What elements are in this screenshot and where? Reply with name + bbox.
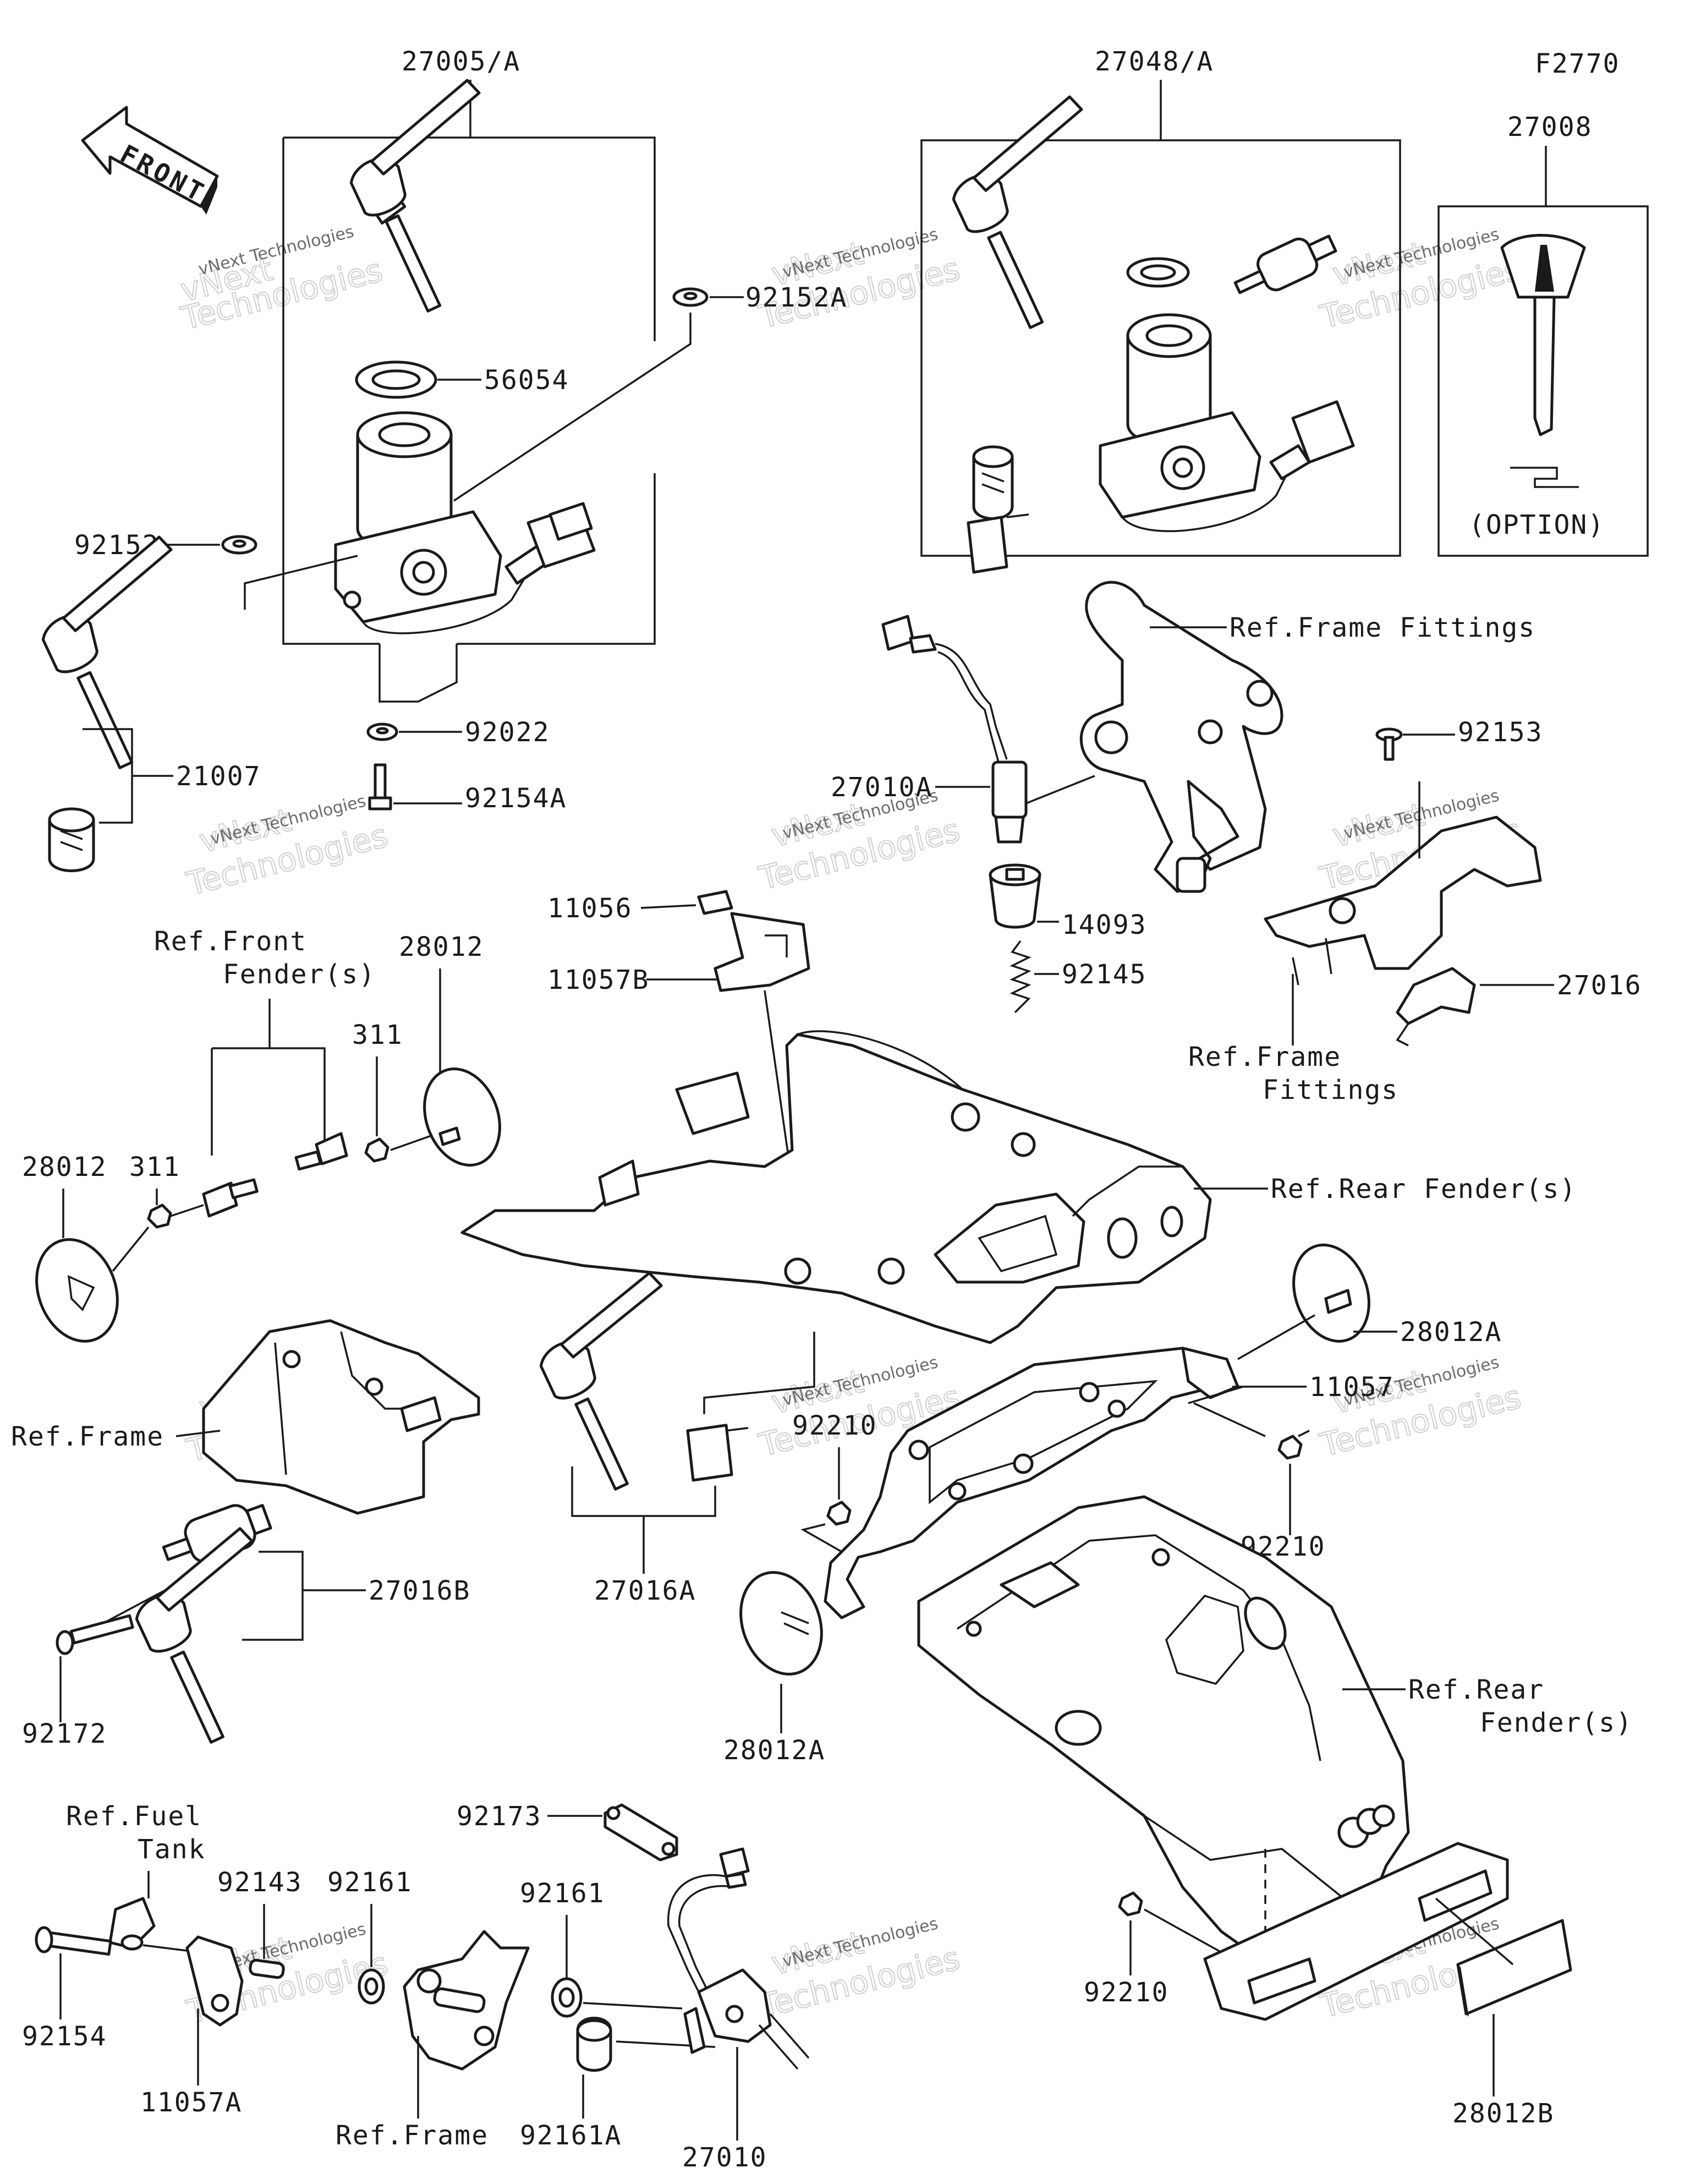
watermark: vNext vNext Technologies Technologies: [176, 222, 386, 338]
label-28012-top: 28012: [399, 932, 484, 962]
fuel-tank-ref: Ref.Fuel Tank: [66, 1801, 206, 1951]
label-28012-left: 28012: [22, 1152, 107, 1183]
label-14093: 14093: [1062, 910, 1147, 940]
cap-14093: 14093: [989, 863, 1147, 940]
ignition-switch-set-27048A: 27048/A: [920, 46, 1401, 574]
spacer-left: [202, 1178, 259, 1218]
label-ref-frame-fittings-2a: Ref.Frame: [1188, 1042, 1341, 1072]
label-21007: 21007: [176, 761, 261, 792]
label-311-top: 311: [352, 1020, 403, 1050]
label-92172: 92172: [22, 1718, 107, 1749]
label-27010A: 27010A: [831, 772, 932, 803]
rear-fender-lower: Ref.Rear Fender(s): [917, 1495, 1633, 2021]
label-ref-frame-fittings-1: Ref.Frame Fittings: [1230, 612, 1535, 643]
label-ref-frame-2: Ref.Frame: [336, 2120, 489, 2151]
front-arrow-icon: FRONT: [81, 106, 219, 215]
watermark: vNext vNext Technologies Technologies: [183, 791, 392, 903]
label-11057B: 11057B: [547, 965, 649, 995]
label-11056: 11056: [547, 893, 633, 924]
label-ref-fuel-tank-2: Tank: [138, 1834, 206, 1865]
nut-311-left: 311: [129, 1152, 204, 1229]
bracket-27016: 27016 Ref.Frame Fittings: [1188, 781, 1642, 1105]
label-92152A: 92152A: [745, 282, 847, 313]
watermark: vNext vNext Technologies Technologies: [1316, 225, 1526, 336]
bolt-92154: 92154: [22, 1926, 188, 2052]
spring-92145: 92145: [1009, 940, 1147, 1014]
switch-27010: 27010: [667, 1847, 810, 2173]
bolt-92172: 92172: [22, 1614, 134, 1749]
reflector-28012B: 28012B: [1435, 1897, 1572, 2129]
ignition-switch-set-27005A: 27005/A 92152A: [74, 46, 847, 814]
cap-28012-top: 28012: [399, 932, 501, 1167]
switch-set-27016A: 27016A: [539, 1271, 815, 1606]
label-92145: 92145: [1062, 959, 1147, 990]
label-92154A: 92154A: [465, 783, 567, 814]
grommet-92161-left: 92161: [327, 1867, 413, 2005]
label-27005A: 27005/A: [402, 46, 520, 77]
label-27016A: 27016A: [594, 1575, 696, 1606]
nut-92210-mid: 92210: [792, 1410, 877, 1553]
label-92161-left: 92161: [327, 1867, 413, 1898]
label-28012A-right: 28012A: [1400, 1317, 1502, 1348]
cap-28012-left: 28012: [22, 1152, 150, 1343]
label-ref-rear-fender-1: Ref.Rear Fender(s): [1271, 1174, 1577, 1205]
switch-27010A: 27010A: [831, 615, 1095, 844]
label-27010: 27010: [682, 2142, 767, 2173]
label-27016B: 27016B: [369, 1575, 470, 1606]
spacer-92143: 92143: [217, 1867, 303, 1979]
label-ref-front-fender-1: Ref.Front: [154, 926, 307, 957]
label-92161-right: 92161: [520, 1878, 605, 1909]
label-28012A-mid: 28012A: [723, 1735, 825, 1766]
option-label: (OPTION): [1469, 510, 1605, 540]
bracket-11056: 11056: [547, 890, 733, 924]
label-92143: 92143: [217, 1867, 303, 1898]
label-92153: 92153: [1458, 717, 1543, 748]
screw-92153: 92153: [1375, 717, 1543, 761]
nut-311-top: 311: [352, 1020, 438, 1163]
label-ref-rear-fender-2a: Ref.Rear: [1408, 1674, 1544, 1705]
license-plate-bracket-11057: 11057: [824, 1346, 1395, 1619]
cap-28012A-mid: 28012A: [723, 1571, 825, 1766]
label-ref-front-fender-2: Fender(s): [223, 959, 376, 990]
cap-28012A-right: 28012A: [1237, 1244, 1502, 1360]
switch-27016B: 27016B: [82, 1504, 470, 1744]
label-56054: 56054: [484, 365, 569, 396]
collar-92161A: 92161A: [520, 2017, 716, 2151]
label-27016: 27016: [1557, 970, 1642, 1001]
label-28012B: 28012B: [1452, 2098, 1554, 2129]
bracket-11057A: 11057A: [140, 1935, 244, 2118]
label-92161A: 92161A: [520, 2120, 622, 2151]
front-fender-refs: Ref.Front Fender(s): [154, 926, 376, 1156]
label-ref-fuel-tank-1: Ref.Fuel: [66, 1801, 202, 1832]
grommet-92161-right: 92161: [520, 1878, 683, 2018]
cover-11057B: 11057B: [547, 912, 810, 1261]
label-27048A: 27048/A: [1095, 46, 1214, 77]
label-92154: 92154: [22, 2021, 107, 2052]
label-ref-rear-fender-2b: Fender(s): [1480, 1707, 1633, 1738]
figure-code: F2770: [1535, 48, 1620, 79]
watermark: vNext vNext Technologies Technologies: [755, 225, 964, 336]
label-92173: 92173: [457, 1801, 542, 1832]
plate-92173: 92173: [457, 1801, 678, 1862]
rear-fender-tray: Ref.Rear Fender(s): [460, 1030, 1577, 1344]
blank-key-27008: 27008 (OPTION): [1437, 112, 1649, 557]
label-ref-frame-fittings-2b: Fittings: [1263, 1075, 1398, 1105]
label-92022: 92022: [465, 717, 550, 748]
frame-bottom: Ref.Frame: [336, 1930, 530, 2151]
label-11057A: 11057A: [140, 2087, 242, 2118]
key-and-cylinder-21007: 21007: [41, 535, 261, 872]
label-27008: 27008: [1507, 112, 1593, 143]
frame-fittings-bracket: Ref.Frame Fittings: [1079, 581, 1535, 893]
label-92210-mid: 92210: [792, 1410, 877, 1441]
frame-left: Ref.Frame: [11, 1319, 480, 1515]
label-ref-frame-1: Ref.Frame: [11, 1421, 164, 1452]
spacer-top: [294, 1132, 348, 1171]
label-311-left: 311: [129, 1152, 180, 1183]
label-11057: 11057: [1309, 1372, 1395, 1403]
label-92210-bottom: 92210: [1084, 1977, 1169, 2008]
watermark: vNext vNext Technologies Technologies: [755, 1914, 964, 2026]
